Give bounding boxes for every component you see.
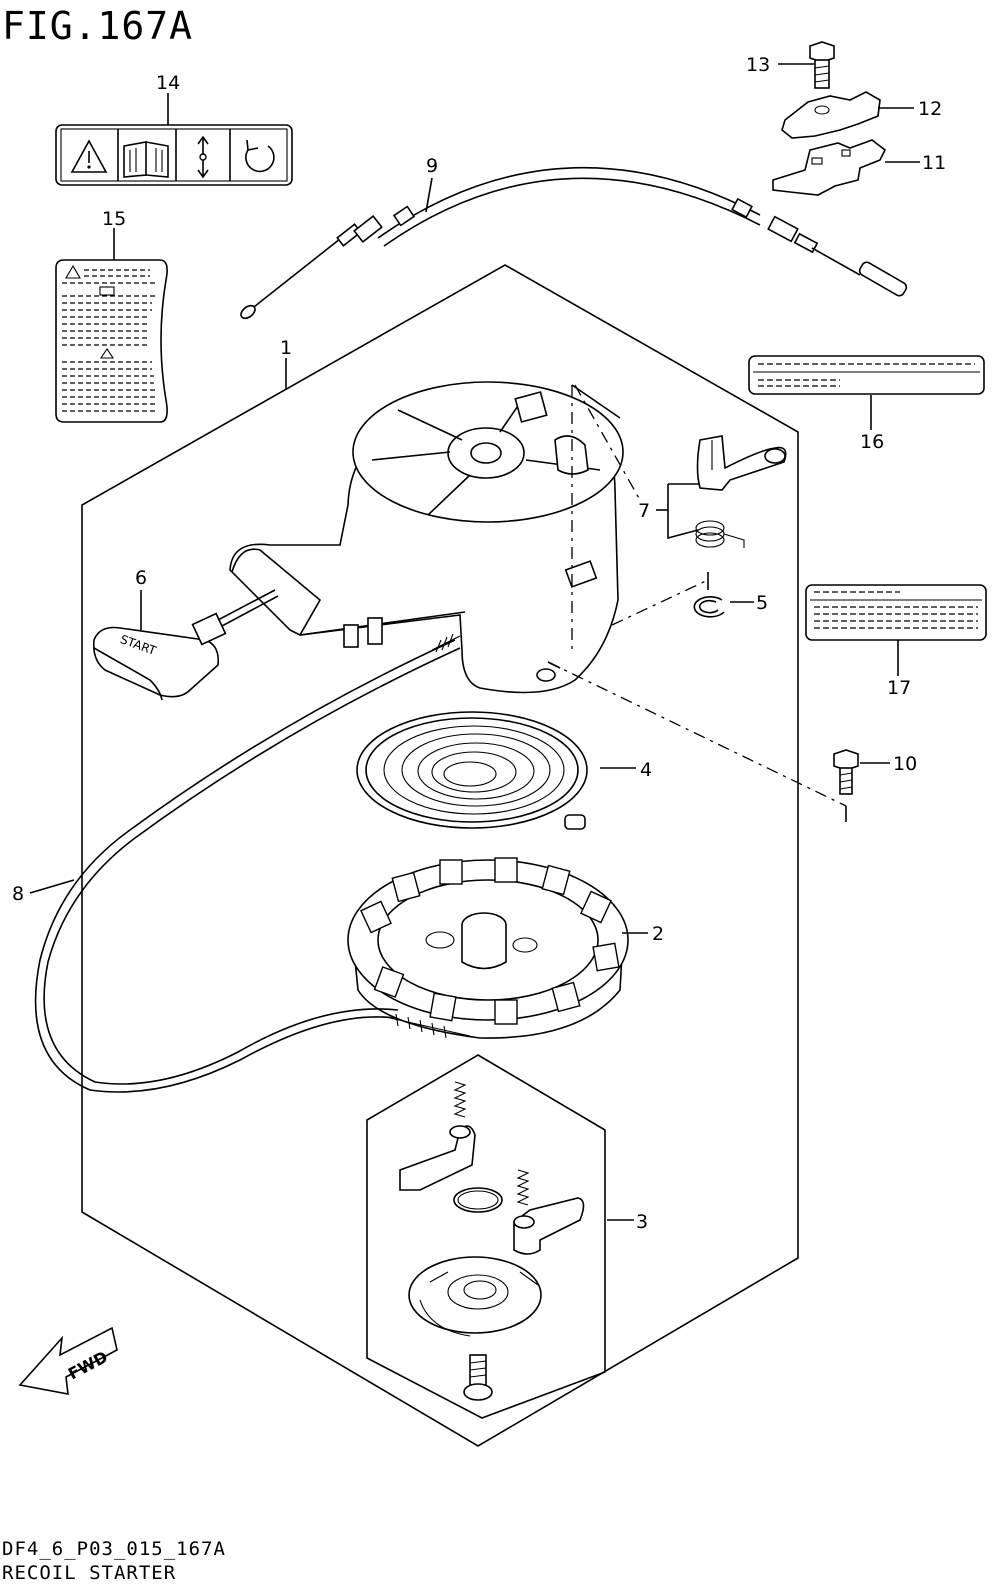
starter-rope[interactable]	[34, 633, 471, 1093]
pawl-spring[interactable]	[695, 520, 745, 548]
assembly-frame	[81, 264, 799, 1447]
callout-17: 17	[887, 677, 911, 699]
rope-reel[interactable]	[347, 857, 629, 1039]
ratchet-screw[interactable]	[463, 1354, 493, 1401]
callout-8: 8	[12, 883, 24, 905]
callout-16: 16	[860, 431, 884, 453]
starter-handle[interactable]: START	[92, 589, 279, 701]
ratchet-spring-upper[interactable]	[453, 1081, 467, 1118]
callout-15: 15	[102, 208, 126, 230]
figure-description: RECOIL STARTER	[2, 1562, 177, 1584]
callout-5: 5	[756, 592, 768, 614]
callout-9: 9	[426, 155, 438, 177]
callout-4: 4	[640, 759, 652, 781]
bolt-10[interactable]	[833, 749, 859, 795]
ratchet-plate[interactable]	[408, 1256, 542, 1337]
warning-text-label[interactable]	[55, 259, 168, 423]
ratchet-spring-lower[interactable]	[516, 1169, 530, 1206]
warning-icon	[99, 348, 115, 359]
warning-icon	[70, 139, 108, 173]
bolt-13[interactable]	[809, 41, 835, 89]
callout-12: 12	[918, 98, 942, 120]
lock-pawl[interactable]	[696, 435, 787, 491]
leader-lines	[29, 63, 920, 1221]
callout-13: 13	[746, 54, 770, 76]
rotate-icon	[245, 139, 275, 173]
figure-title: FIG.167A	[2, 4, 194, 48]
callout-11: 11	[922, 152, 946, 174]
callout-1: 1	[280, 337, 292, 359]
manual-book-icon	[99, 286, 115, 296]
fwd-arrow-icon: FWD	[18, 1326, 118, 1395]
cable-clamp[interactable]	[781, 91, 881, 139]
instruction-label-17[interactable]	[805, 584, 987, 641]
ratchet-o-ring[interactable]	[453, 1187, 503, 1213]
callout-3: 3	[636, 1211, 648, 1233]
callout-2: 2	[652, 923, 664, 945]
cable-bracket[interactable]	[772, 139, 887, 196]
ratchet-subframe	[366, 1054, 606, 1419]
callout-10: 10	[893, 753, 917, 775]
figure-code: DF4_6_P03_015_167A	[2, 1538, 226, 1560]
manual-book-icon	[123, 141, 169, 178]
up-down-arrow-icon	[197, 135, 209, 179]
warning-icon	[65, 264, 81, 279]
pictogram-label[interactable]	[55, 124, 293, 186]
starter-case[interactable]	[229, 381, 624, 694]
instruction-label-16[interactable]	[748, 355, 985, 395]
ratchet-pawl-upper[interactable]	[399, 1125, 476, 1191]
callout-7: 7	[638, 500, 650, 522]
callout-14: 14	[156, 72, 180, 94]
ratchet-pawl-lower[interactable]	[513, 1197, 585, 1255]
callout-6: 6	[135, 567, 147, 589]
e-ring[interactable]	[693, 596, 725, 618]
recoil-spring[interactable]	[356, 711, 588, 830]
